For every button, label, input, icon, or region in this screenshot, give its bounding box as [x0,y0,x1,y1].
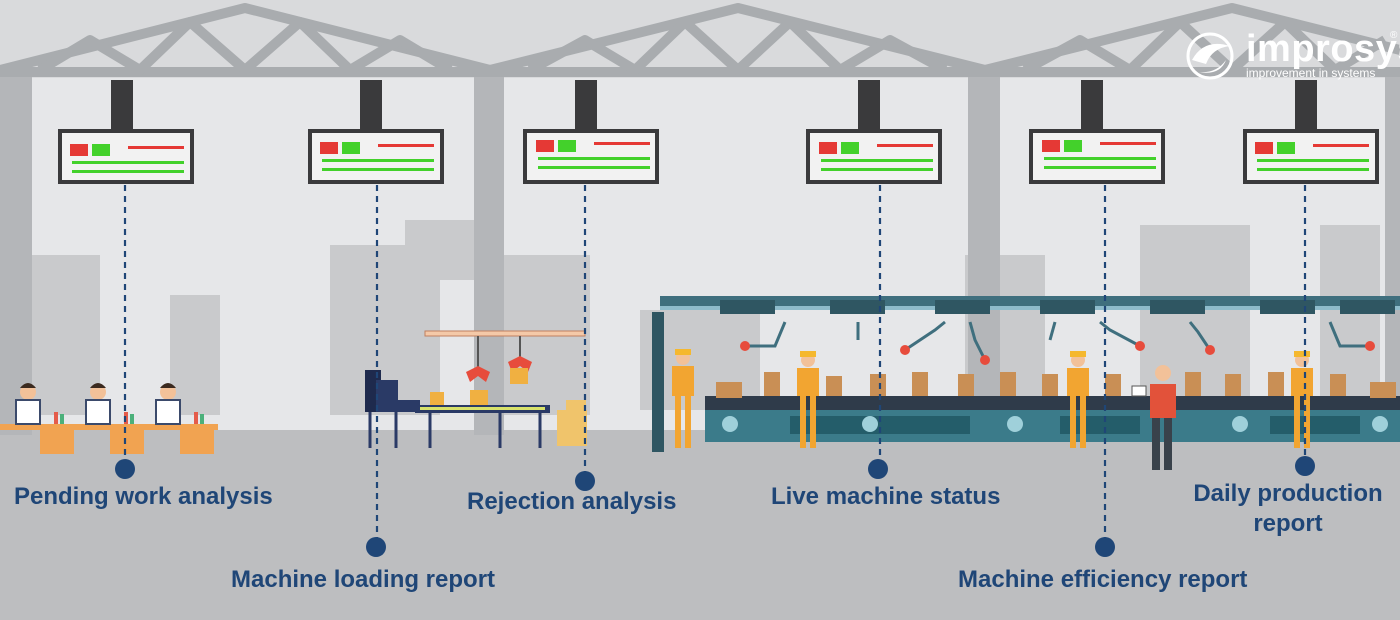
background-machinery [30,220,1380,415]
columns [0,75,1400,435]
improsys-logo: improsys ® improvement in systems [1182,28,1400,82]
packing-conveyor [365,330,587,448]
office-desks [0,383,218,454]
logo-tagline: improvement in systems [1246,66,1376,80]
worker-3 [155,383,181,425]
label-rejection-analysis: Rejection analysis [467,488,677,515]
marker-efficiency [1095,537,1115,557]
label-daily-production-report: Daily production report [1178,479,1398,539]
screen-4 [806,80,942,184]
line-workers [672,349,1313,448]
screens [58,80,1379,184]
label-live-machine-status: Live machine status [771,483,1001,510]
screen-3 [523,80,659,184]
marker-live [868,459,888,479]
screen-6 [1243,80,1379,184]
label-machine-loading-report: Machine loading report [231,566,496,593]
marker-loading [366,537,386,557]
label-machine-efficiency-report: Machine efficiency report [958,566,1248,593]
screen-2 [308,80,444,184]
supervisor [1131,365,1176,470]
assembly-line [652,296,1400,470]
logo-swirl-icon [1186,32,1234,80]
roof-truss [0,3,1400,77]
callout-markers [115,456,1315,557]
callout-lines [123,185,1307,540]
worker-2 [85,383,111,425]
screen-5 [1029,80,1165,184]
label-pending-work-analysis: Pending work analysis [14,483,273,510]
marker-pending [115,459,135,479]
logo-registered-mark: ® [1390,30,1398,41]
label-daily-line-1: Daily production [1193,480,1383,507]
marker-rejection [575,471,595,491]
worker-1 [15,383,41,425]
marker-daily [1295,456,1315,476]
label-daily-line-2: report [1253,510,1323,537]
logo-brand-name: improsys [1246,28,1400,70]
screen-1 [58,80,194,184]
